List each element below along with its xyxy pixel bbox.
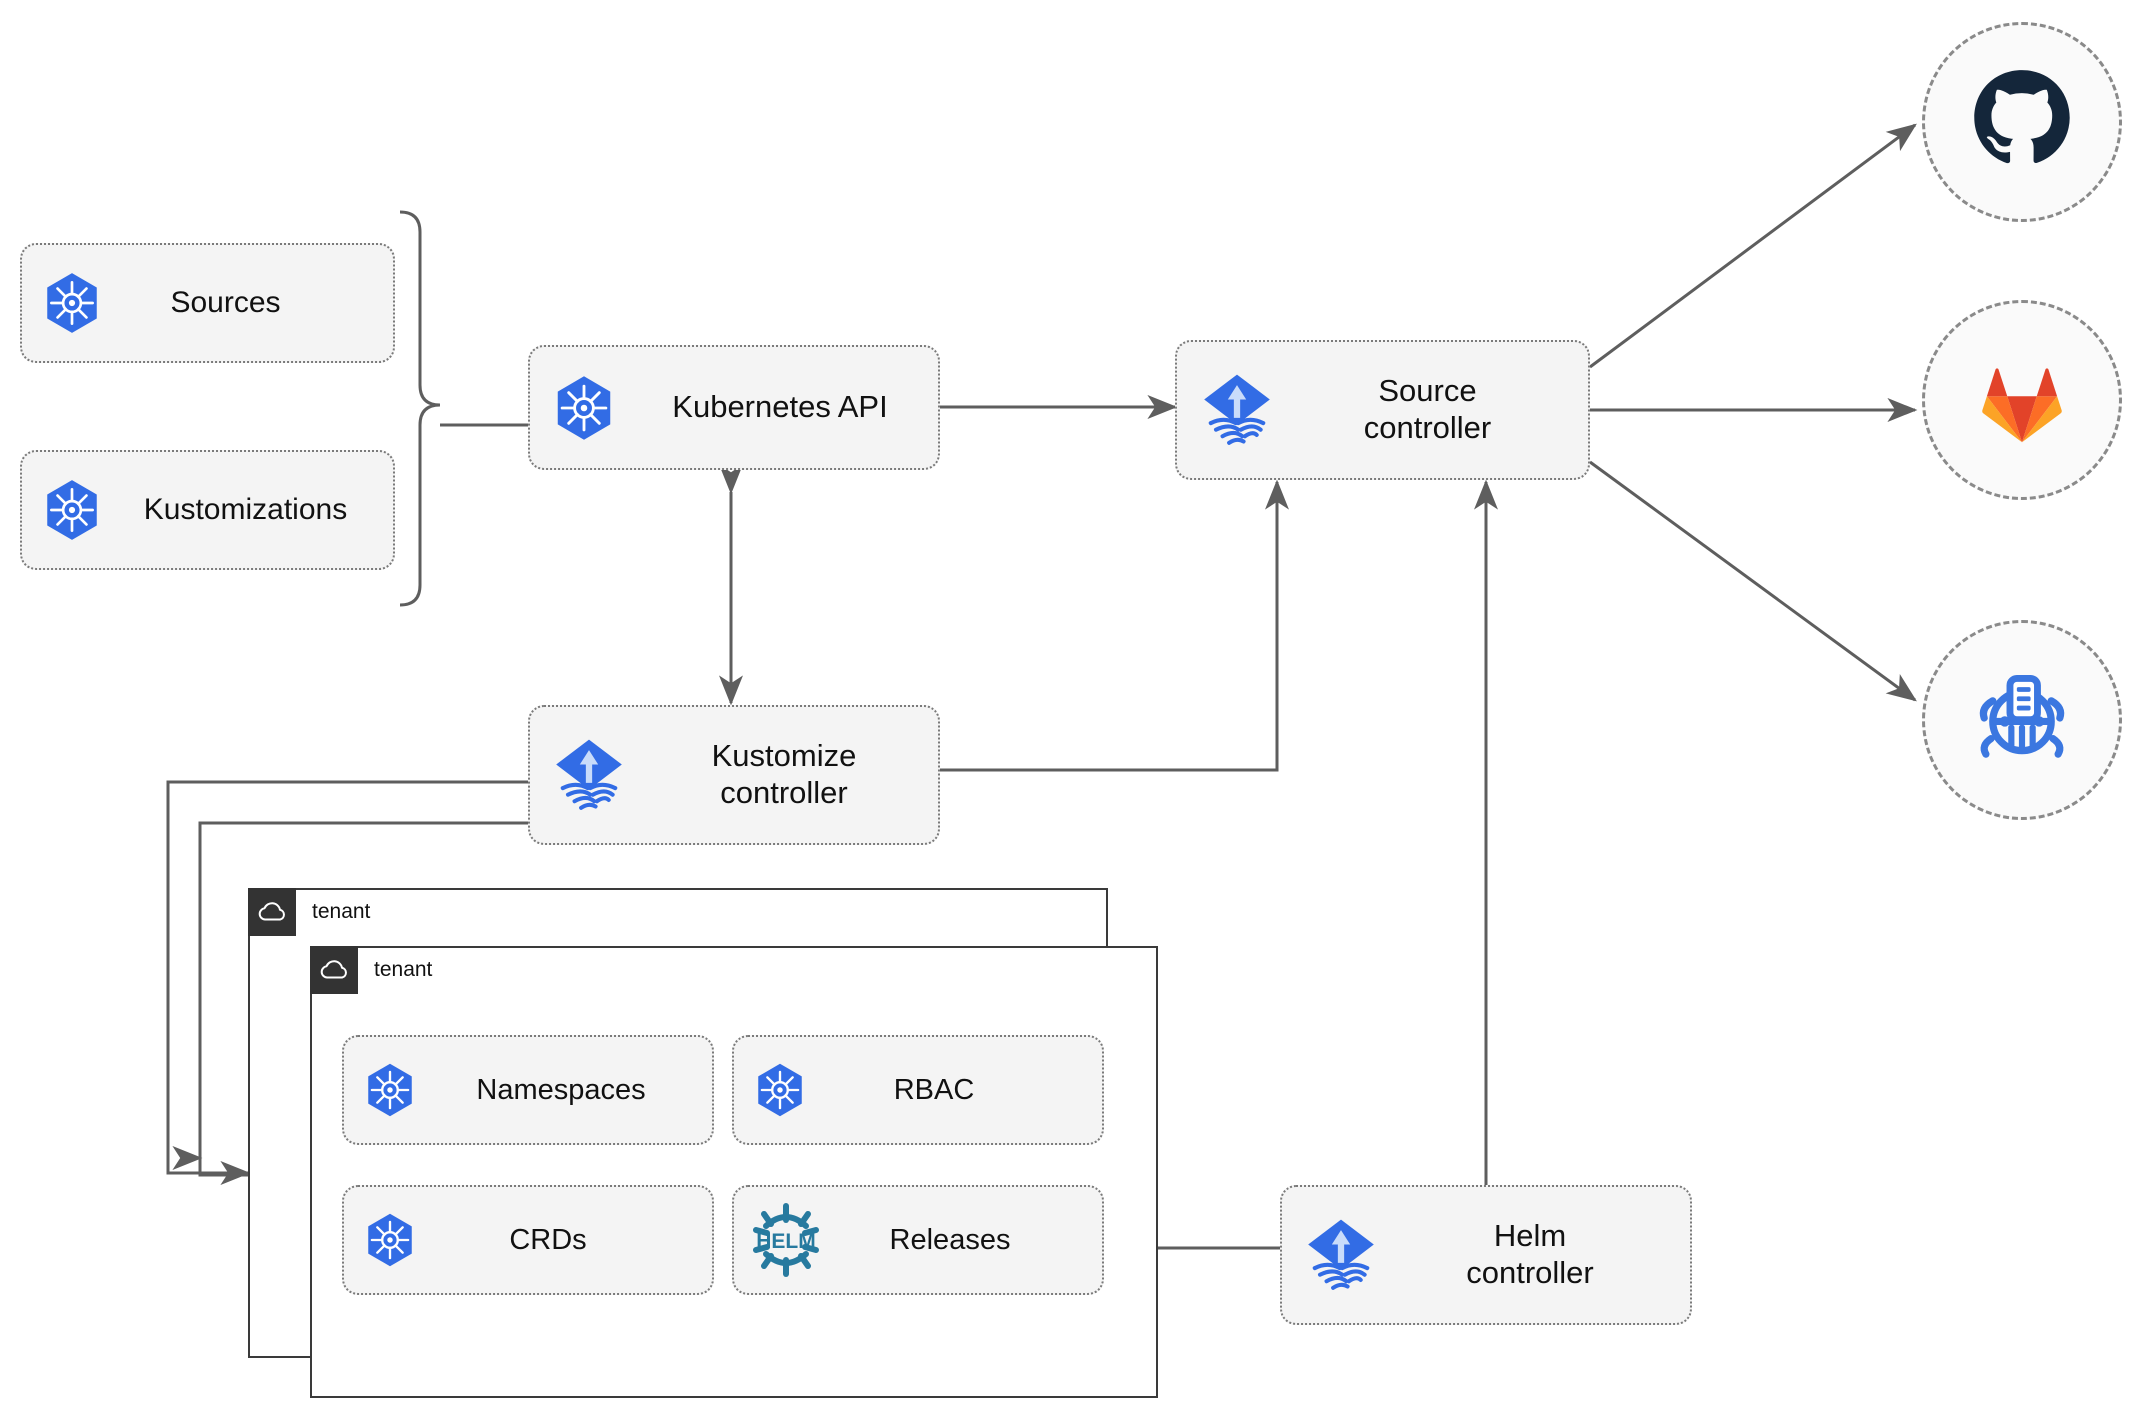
node-kustomize-controller[interactable]: Kustomize controller bbox=[528, 705, 940, 845]
node-sources-label: Sources bbox=[170, 286, 281, 320]
node-crds[interactable]: CRDs bbox=[342, 1185, 714, 1295]
node-rbac[interactable]: RBAC bbox=[732, 1035, 1104, 1145]
node-kustomizations-label: Kustomizations bbox=[143, 493, 348, 527]
github-icon bbox=[1970, 68, 2074, 177]
gitlab-icon bbox=[1970, 346, 2074, 455]
tenant-back-header: tenant bbox=[248, 888, 370, 936]
node-kubernetes-api-label: Kubernetes API bbox=[672, 389, 888, 425]
node-releases-label: Releases bbox=[889, 1223, 1011, 1256]
node-source-controller-label: Source controller bbox=[1363, 373, 1492, 445]
sources-group-brace bbox=[399, 210, 441, 607]
edge-source-to-github bbox=[1589, 123, 1917, 369]
tenant-front-header: tenant bbox=[310, 946, 432, 994]
node-sources[interactable]: Sources bbox=[20, 243, 395, 363]
tenant-front-label: tenant bbox=[374, 958, 433, 981]
node-rbac-label: RBAC bbox=[893, 1073, 975, 1106]
node-helm-controller-label: Helm controller bbox=[1466, 1218, 1594, 1290]
tenant-back-label: tenant bbox=[312, 900, 371, 923]
kubernetes-icon bbox=[734, 1061, 826, 1119]
edge-kustomize-to-source-controller bbox=[938, 479, 1290, 772]
flux-icon bbox=[530, 733, 648, 817]
cloud-icon bbox=[248, 888, 296, 936]
provider-github[interactable] bbox=[1922, 22, 2122, 222]
kubernetes-icon bbox=[344, 1211, 436, 1269]
tenant-frame-front[interactable] bbox=[310, 946, 1158, 1398]
helm-wordmark: HELM bbox=[756, 1230, 816, 1253]
cloud-icon bbox=[310, 946, 358, 994]
node-kustomize-controller-label: Kustomize controller bbox=[711, 738, 857, 810]
kubernetes-icon bbox=[344, 1061, 436, 1119]
node-releases[interactable]: HELM Releases bbox=[732, 1185, 1104, 1295]
provider-gitlab[interactable] bbox=[1922, 300, 2122, 500]
kubernetes-icon bbox=[530, 373, 638, 443]
node-kubernetes-api[interactable]: Kubernetes API bbox=[528, 345, 940, 470]
node-crds-label: CRDs bbox=[509, 1223, 587, 1256]
flux-icon bbox=[1282, 1213, 1400, 1297]
node-namespaces-label: Namespaces bbox=[476, 1073, 646, 1106]
flux-icon bbox=[1177, 368, 1297, 452]
node-source-controller[interactable]: Source controller bbox=[1175, 340, 1590, 480]
edge-source-to-helm-repos bbox=[1589, 460, 1917, 702]
kubernetes-icon bbox=[22, 270, 122, 336]
provider-helm-repository[interactable] bbox=[1922, 620, 2122, 820]
node-kustomizations[interactable]: Kustomizations bbox=[20, 450, 395, 570]
helm-icon: HELM bbox=[734, 1202, 838, 1278]
kubernetes-icon bbox=[22, 477, 122, 543]
node-helm-controller[interactable]: Helm controller bbox=[1280, 1185, 1692, 1325]
node-namespaces[interactable]: Namespaces bbox=[342, 1035, 714, 1145]
helm-repository-icon bbox=[1967, 663, 2077, 778]
